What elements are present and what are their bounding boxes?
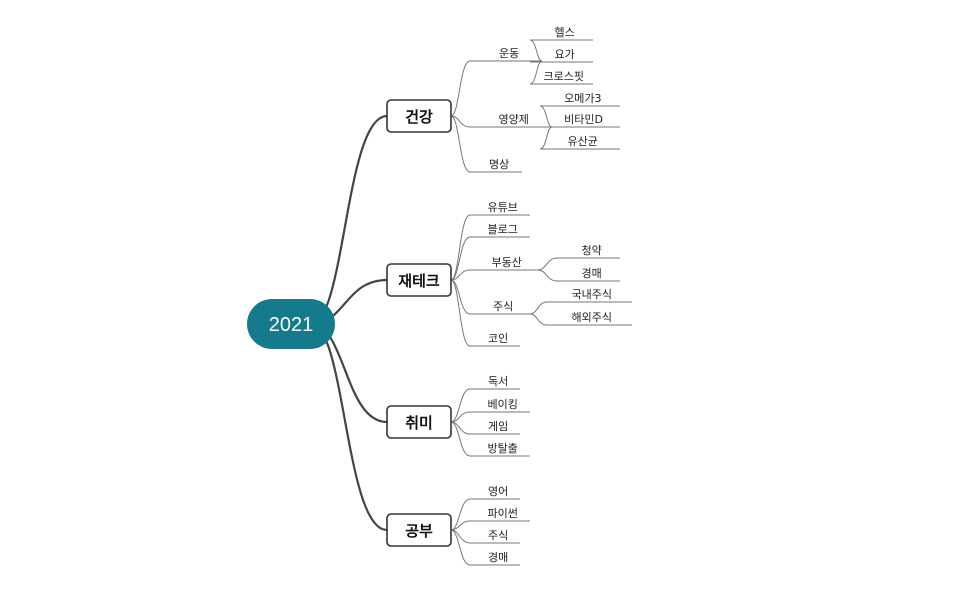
child-node-label[interactable]: 방탈출 — [488, 442, 518, 455]
branch-node[interactable]: 재테크 — [386, 263, 452, 297]
sub-connector — [450, 279, 471, 347]
child-node-label[interactable]: 게임 — [488, 420, 508, 433]
leaf-connector — [529, 60, 543, 85]
leaf-node-label[interactable]: 청약 — [582, 243, 602, 257]
branch-node[interactable]: 건강 — [386, 99, 452, 133]
branch-label: 재테크 — [398, 272, 440, 290]
leaf-node-label[interactable]: 비타민D — [564, 113, 603, 126]
leaf-node-label[interactable]: 크로스핏 — [544, 70, 584, 83]
leaf-node-label[interactable]: 국내주식 — [572, 288, 612, 301]
child-node-label[interactable]: 코인 — [488, 332, 508, 345]
child-node-label[interactable]: 주식 — [493, 300, 513, 313]
sub-connector — [450, 236, 471, 281]
root-label: 2021 — [269, 314, 314, 336]
branch-label: 취미 — [405, 414, 433, 432]
sub-connector — [450, 529, 471, 566]
branch-node-box — [386, 513, 452, 547]
main-connector — [310, 322, 388, 532]
sub-connector — [450, 421, 471, 457]
leaf-connector — [529, 39, 543, 62]
sub-connector — [450, 269, 471, 281]
child-node-label[interactable]: 파이썬 — [488, 507, 518, 520]
leaf-node-label[interactable]: 헬스 — [555, 26, 575, 39]
leaf-connector — [529, 313, 548, 326]
branch-node[interactable]: 공부 — [386, 513, 452, 547]
branch-label: 건강 — [405, 108, 433, 126]
leaf-node-label[interactable]: 해외주식 — [572, 310, 612, 324]
branch-node-box — [386, 99, 452, 133]
sub-connector — [450, 60, 471, 117]
leaf-connector — [537, 269, 558, 282]
sub-connector — [450, 115, 471, 173]
branch-node-box — [386, 405, 452, 439]
sub-connector — [450, 388, 471, 423]
leaf-connector — [537, 257, 558, 271]
leaf-connector — [529, 301, 548, 315]
sub-connector — [450, 115, 471, 128]
child-node-label[interactable]: 명상 — [489, 158, 509, 171]
child-node-label[interactable]: 베이킹 — [488, 398, 518, 411]
child-node-label[interactable]: 영어 — [488, 485, 508, 498]
main-connector — [310, 114, 388, 326]
leaf-connector — [539, 105, 553, 128]
child-node-label[interactable]: 운동 — [499, 47, 519, 60]
child-node-label[interactable]: 경매 — [488, 551, 508, 564]
child-node-label[interactable]: 독서 — [488, 375, 508, 388]
child-node-label[interactable]: 부동산 — [492, 256, 522, 269]
connector-lines — [310, 39, 632, 566]
child-node-label[interactable]: 유튜브 — [488, 201, 518, 214]
root-node[interactable]: 2021 — [247, 299, 335, 349]
child-node-label[interactable]: 영양제 — [499, 113, 529, 126]
leaf-connector — [539, 126, 553, 150]
leaf-node-label[interactable]: 요가 — [555, 48, 575, 61]
branch-node-box — [386, 263, 452, 297]
leaf-node-label[interactable]: 유산균 — [568, 135, 598, 148]
root-node-shape — [247, 299, 335, 349]
branch-label: 공부 — [405, 522, 433, 540]
branch-node[interactable]: 취미 — [386, 405, 452, 439]
sub-connector — [450, 498, 471, 531]
leaf-node-label[interactable]: 오메가3 — [564, 92, 601, 105]
sub-connector — [450, 520, 471, 531]
child-node-label[interactable]: 블로그 — [488, 223, 518, 236]
sub-connector — [450, 411, 471, 423]
child-node-label[interactable]: 주식 — [488, 529, 508, 542]
leaf-node-label[interactable]: 경매 — [582, 267, 602, 280]
sub-connector — [450, 279, 471, 315]
